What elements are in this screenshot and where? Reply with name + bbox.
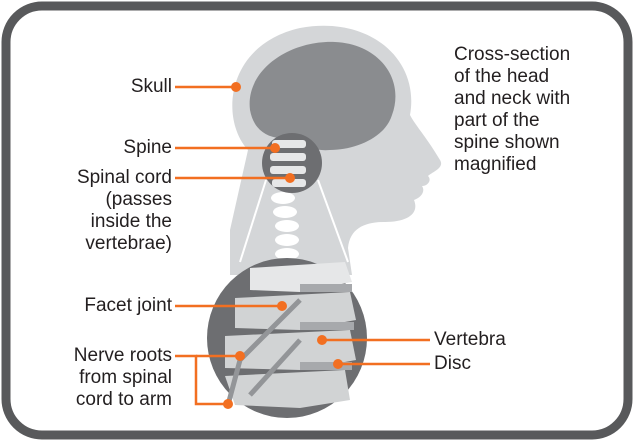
caption: Cross-section of the head and neck with … <box>454 44 624 176</box>
label-spinal-cord: Spinal cord (passes inside the vertebrae… <box>20 167 172 255</box>
label-facet-joint: Facet joint <box>30 295 172 317</box>
label-spine: Spine <box>60 137 172 159</box>
label-nerve-roots: Nerve roots from spinal cord to arm <box>20 345 172 411</box>
label-disc: Disc <box>434 353 471 375</box>
label-vertebra: Vertebra <box>434 329 506 351</box>
label-skull: Skull <box>60 76 172 98</box>
